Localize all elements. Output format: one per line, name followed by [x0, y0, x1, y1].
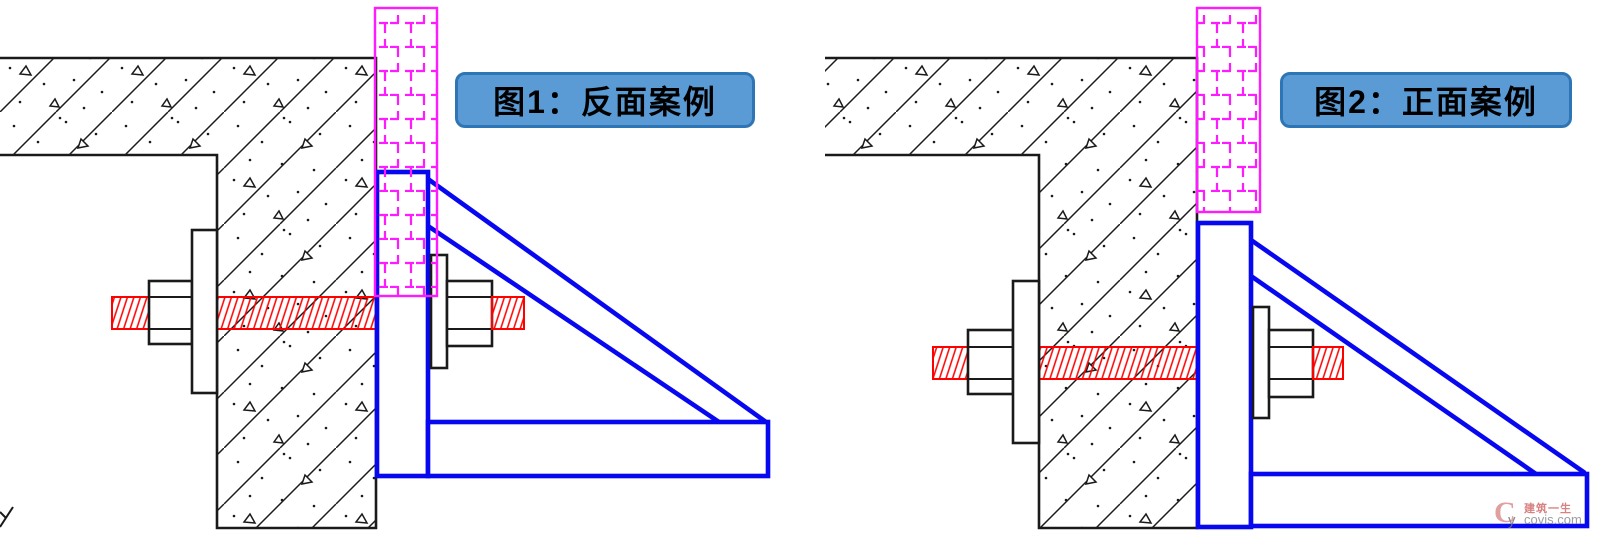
bracket-base-plate — [425, 419, 771, 479]
anchor-nut-right — [1267, 328, 1315, 399]
anchor-nut-left — [147, 279, 194, 346]
anchor-nut-right — [445, 279, 494, 348]
figure-2-drawing — [825, 6, 1590, 530]
figure-1-drawing — [0, 6, 771, 530]
watermark-site: covis.com — [1524, 512, 1582, 527]
masonry-column — [1195, 6, 1262, 214]
anchor-rod-tip — [1312, 346, 1344, 380]
washer-plate-right — [1251, 305, 1271, 420]
watermark-brand: 建筑一生 — [1524, 503, 1572, 515]
watermark-logo-icon: C — [1494, 496, 1516, 529]
concrete-wall-section — [0, 58, 376, 528]
washer-plate-left — [1011, 279, 1041, 445]
bracket-diagonal-brace — [426, 224, 721, 424]
concrete-wall-section — [825, 58, 1197, 528]
bracket-diagonal-brace — [1249, 238, 1587, 475]
washer-plate-left — [190, 228, 219, 395]
anchor-rod-tip — [491, 296, 525, 330]
bracket-diagonal-brace — [1249, 274, 1538, 476]
bracket-diagonal-brace — [426, 177, 768, 424]
watermark-logo-sub: y — [1508, 512, 1516, 529]
bracket-vertical-plate — [1195, 220, 1254, 530]
watermark: C y 建筑一生 covis.com — [1488, 496, 1600, 532]
figure-1-label: 图1：反面案例 — [455, 72, 755, 128]
anchor-nut-left — [966, 328, 1015, 396]
figure-2-label: 图2：正面案例 — [1280, 72, 1572, 128]
concrete-wall-outline — [0, 56, 378, 530]
corner-mark — [0, 506, 14, 528]
bracket-base-plate — [1248, 471, 1590, 529]
concrete-wall-outline — [825, 56, 1199, 530]
masonry-column — [373, 6, 439, 298]
